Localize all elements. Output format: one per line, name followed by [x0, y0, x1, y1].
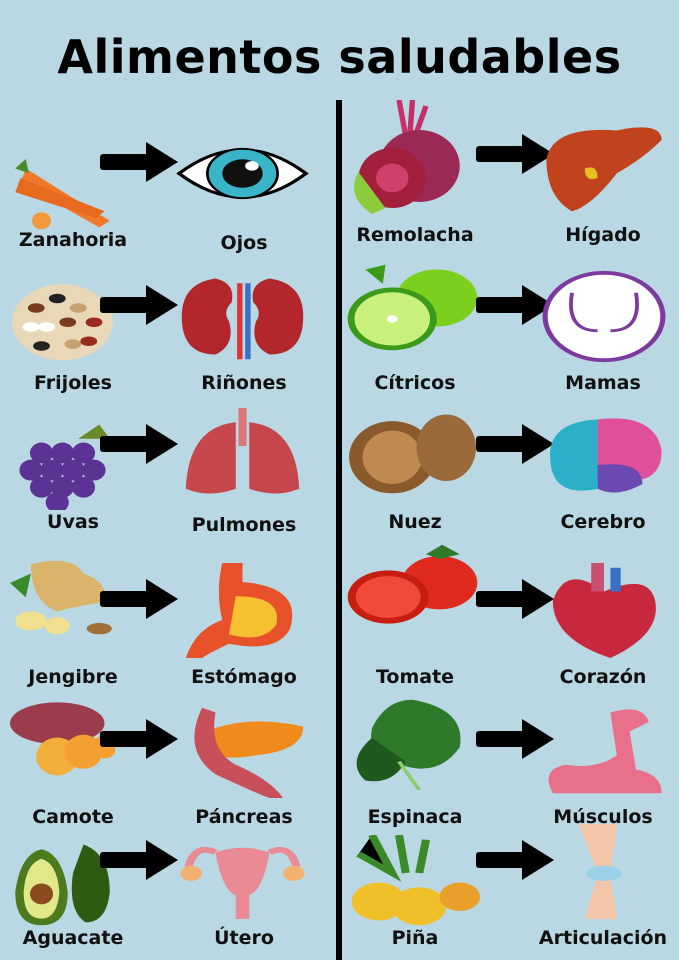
- brain-icon: [540, 408, 668, 507]
- ginger-icon: [10, 545, 115, 644]
- organ-label: Ojos: [220, 232, 268, 254]
- arrow-right-icon: [100, 423, 178, 464]
- organ-label: Hígado: [565, 224, 641, 246]
- arrow-right-icon: [476, 423, 554, 464]
- arrow-right-icon: [476, 134, 554, 174]
- food-label: Remolacha: [356, 224, 474, 246]
- breasts-icon: [540, 269, 668, 368]
- organ-label: Cerebro: [560, 511, 646, 533]
- walnut-icon: [345, 405, 480, 504]
- lime-icon: [345, 260, 480, 359]
- organ-label: Útero: [214, 927, 274, 949]
- food-label: Frijoles: [34, 372, 112, 394]
- arrow-right-icon: [100, 718, 178, 759]
- food-label: Camote: [32, 806, 114, 828]
- organ-label: Corazón: [559, 666, 647, 688]
- food-label: Espinaca: [367, 806, 463, 828]
- food-label: Uvas: [47, 511, 99, 533]
- lungs-icon: [175, 408, 310, 507]
- kidneys-icon: [175, 269, 310, 368]
- sweet-potato-icon: [10, 690, 118, 789]
- grapes-icon: [10, 415, 115, 514]
- food-label: Aguacate: [22, 927, 124, 949]
- food-label: Nuez: [388, 511, 442, 533]
- eye-icon: [175, 126, 310, 225]
- food-label: Piña: [391, 927, 439, 949]
- page-title: Alimentos saludables: [57, 30, 622, 84]
- organ-label: Riñones: [201, 372, 287, 394]
- tomato-icon: [345, 540, 480, 639]
- food-label: Zanahoria: [18, 229, 128, 251]
- organ-label: Páncreas: [195, 806, 293, 828]
- organ-label: Articulación: [538, 927, 668, 949]
- arrow-right-icon: [476, 284, 554, 325]
- arrow-right-icon: [100, 839, 178, 880]
- arrow-right-icon: [100, 141, 178, 182]
- organ-label: Mamas: [565, 372, 641, 394]
- uterus-icon: [175, 824, 310, 923]
- liver-icon: [540, 121, 668, 220]
- food-label: Cítricos: [374, 372, 456, 394]
- organ-label: Pulmones: [191, 514, 297, 536]
- arrow-right-icon: [100, 578, 178, 619]
- organ-label: Músculos: [553, 806, 653, 828]
- organ-label: Estómago: [191, 666, 297, 688]
- arrow-right-icon: [476, 718, 554, 759]
- arrow-right-icon: [476, 578, 554, 619]
- arrow-right-icon: [476, 839, 554, 880]
- stomach-icon: [175, 563, 310, 662]
- food-label: Tomate: [375, 666, 455, 688]
- carrot-icon: [10, 140, 115, 239]
- beans-icon: [10, 270, 115, 369]
- beet-icon: [345, 99, 480, 224]
- muscle-icon: [540, 703, 668, 802]
- knee-joint-icon: [540, 824, 668, 923]
- pineapple-icon: [345, 833, 480, 934]
- food-label: Jengibre: [28, 666, 118, 688]
- arrow-right-icon: [100, 284, 178, 325]
- spinach-icon: [345, 695, 480, 794]
- column-divider: [336, 100, 342, 960]
- heart-icon: [540, 563, 668, 662]
- pancreas-icon: [175, 703, 310, 802]
